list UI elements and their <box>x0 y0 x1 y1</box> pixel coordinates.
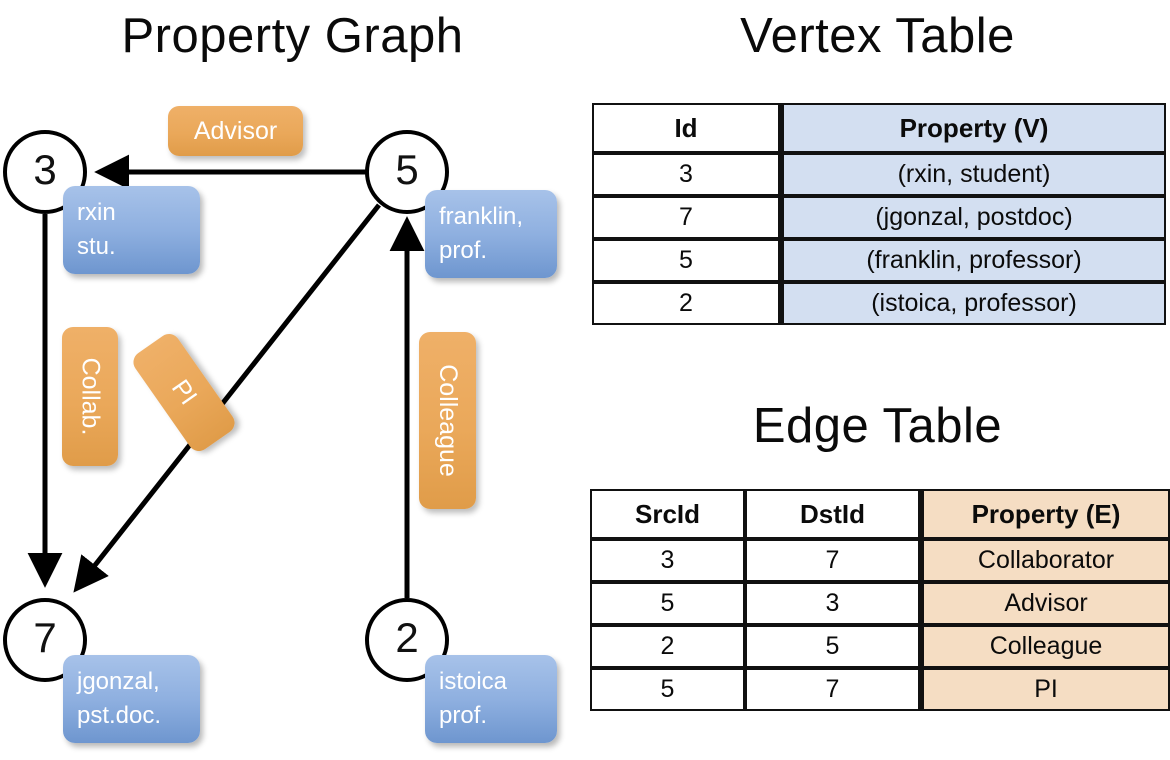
vertex-table-header-id: Id <box>592 103 780 153</box>
edge-label-advisor-text: Advisor <box>193 116 278 145</box>
vertex-row-2-property: (franklin, professor) <box>780 239 1166 282</box>
node-property-box-2: istoica prof. <box>425 655 557 743</box>
page-title-vertex-table: Vertex Table <box>740 9 1015 63</box>
edge-row-2-src: 2 <box>590 625 745 668</box>
graph-node-2-label: 2 <box>395 614 419 661</box>
vertex-table: Id Property (V) 3 (rxin, student) 7 (jgo… <box>592 103 1166 325</box>
table-row[interactable]: 7 (jgonzal, postdoc) <box>592 196 1166 239</box>
edge-label-pi-text: PI <box>166 374 203 410</box>
vertex-table-header-row: Id Property (V) <box>592 103 1166 153</box>
edge-row-2-property: Colleague <box>920 625 1170 668</box>
edge-line-5-to-7 <box>73 203 381 593</box>
edge-row-1-property: Advisor <box>920 582 1170 625</box>
edge-label-colleague-text: Colleague <box>434 364 462 477</box>
vertex-row-3-id: 2 <box>592 282 780 325</box>
table-row[interactable]: 5 (franklin, professor) <box>592 239 1166 282</box>
vertex-row-1-id: 7 <box>592 196 780 239</box>
edge-row-3-dst: 7 <box>745 668 920 711</box>
vertex-row-3-property: (istoica, professor) <box>780 282 1166 325</box>
edge-table: SrcId DstId Property (E) 3 7 Collaborato… <box>590 489 1170 711</box>
graph-node-2[interactable]: 2 <box>365 598 449 682</box>
node-property-2-line2: prof. <box>439 702 488 730</box>
node-property-box-7: jgonzal, pst.doc. <box>63 655 200 743</box>
vertex-table-header-property: Property (V) <box>780 103 1166 153</box>
edge-row-0-property: Collaborator <box>920 539 1170 582</box>
graph-node-3-label: 3 <box>33 146 57 193</box>
edge-label-advisor: Advisor <box>168 106 303 156</box>
edge-row-0-dst: 7 <box>745 539 920 582</box>
node-property-box-5: franklin, prof. <box>425 190 557 278</box>
graph-node-7-label: 7 <box>33 614 57 661</box>
edge-row-1-dst: 3 <box>745 582 920 625</box>
node-property-5-line2: prof. <box>439 237 488 265</box>
edge-table-header-row: SrcId DstId Property (E) <box>590 489 1170 539</box>
edge-label-colleague: Colleague <box>419 332 476 509</box>
edge-label-collab-text: Collab. <box>76 357 105 436</box>
node-property-2-line1: istoica <box>439 668 508 695</box>
graph-node-5-label: 5 <box>395 146 419 193</box>
edge-row-3-src: 5 <box>590 668 745 711</box>
node-property-box-3: rxin stu. <box>63 186 200 274</box>
vertex-row-0-id: 3 <box>592 153 780 196</box>
table-row[interactable]: 2 (istoica, professor) <box>592 282 1166 325</box>
vertex-row-2-id: 5 <box>592 239 780 282</box>
node-property-5-line1: franklin, <box>439 203 524 230</box>
node-property-7-line1: jgonzal, <box>77 668 160 695</box>
property-graph-diagram: 3 5 7 2 rxin stu. franklin, prof. jgonza… <box>3 106 557 743</box>
edge-row-1-src: 5 <box>590 582 745 625</box>
graph-edge-lines <box>27 154 425 598</box>
graph-node-5[interactable]: 5 <box>365 130 449 214</box>
edge-table-header-srcid: SrcId <box>590 489 745 539</box>
table-row[interactable]: 5 7 PI <box>590 668 1170 711</box>
edge-row-3-property: PI <box>920 668 1170 711</box>
node-property-7-line2: pst.doc. <box>77 702 162 730</box>
edge-row-0-src: 3 <box>590 539 745 582</box>
edge-table-header-dstid: DstId <box>745 489 920 539</box>
node-property-3-line1: rxin <box>77 199 116 226</box>
edge-row-2-dst: 5 <box>745 625 920 668</box>
page-title-edge-table: Edge Table <box>752 399 1003 453</box>
table-row[interactable]: 2 5 Colleague <box>590 625 1170 668</box>
table-row[interactable]: 5 3 Advisor <box>590 582 1170 625</box>
vertex-row-1-property: (jgonzal, postdoc) <box>780 196 1166 239</box>
table-row[interactable]: 3 (rxin, student) <box>592 153 1166 196</box>
vertex-row-0-property: (rxin, student) <box>780 153 1166 196</box>
page-title-property-graph: Property Graph <box>121 9 464 63</box>
table-row[interactable]: 3 7 Collaborator <box>590 539 1170 582</box>
node-property-3-line2: stu. <box>77 233 116 261</box>
edge-table-header-property: Property (E) <box>920 489 1170 539</box>
edge-label-collab: Collab. <box>62 327 118 466</box>
